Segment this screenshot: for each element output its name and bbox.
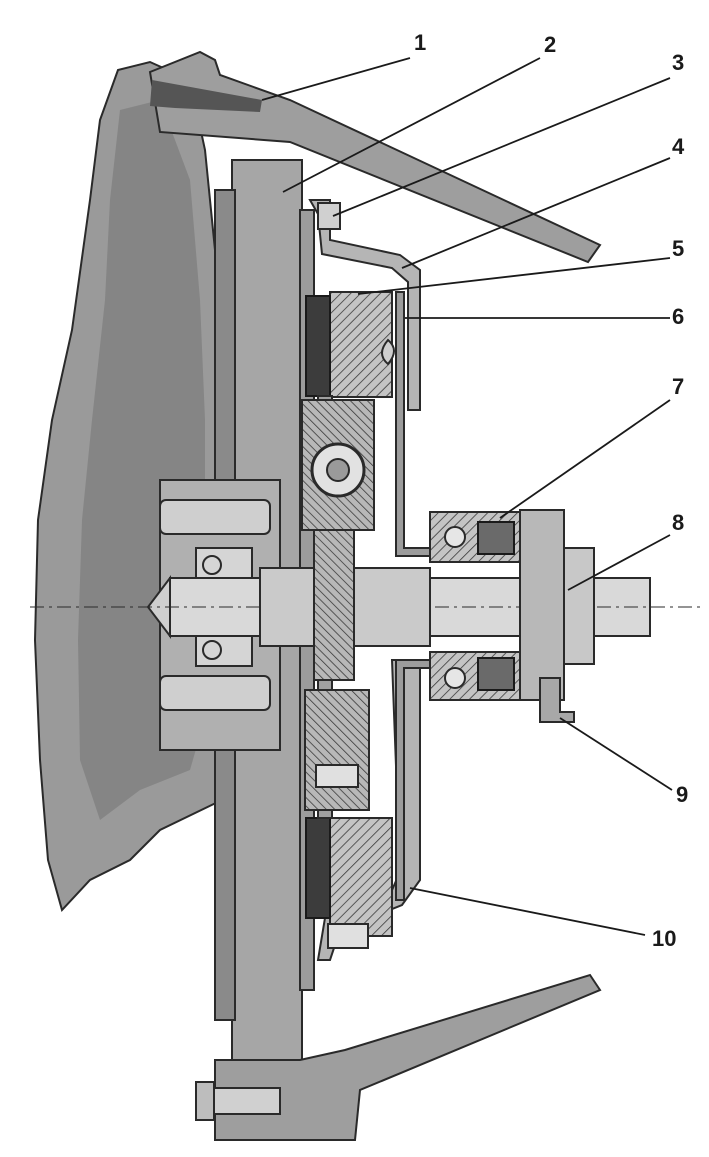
damper-housing-lower — [304, 689, 370, 811]
cover-bolt-lower — [327, 923, 369, 949]
flange-bolt-upper — [159, 499, 271, 535]
pilot-ball-top — [202, 555, 222, 575]
clutch-cover — [308, 199, 421, 411]
bearing-ball-lower — [444, 667, 466, 689]
callout-5: 5 — [672, 236, 685, 261]
callout-1: 1 — [414, 30, 427, 55]
callout-9: 9 — [676, 782, 689, 807]
bearing-race-upper — [477, 521, 515, 555]
pilot-ball-bottom — [202, 640, 222, 660]
bearing-sleeve — [519, 509, 565, 701]
bearing-race-lower — [477, 657, 515, 691]
callout-6: 6 — [672, 304, 685, 329]
friction-lining-upper — [305, 295, 331, 397]
housing-rib-bottom — [214, 973, 602, 1141]
damper-spring-core — [326, 458, 350, 482]
callout-4: 4 — [672, 134, 685, 159]
disc-hub — [313, 529, 355, 681]
fulcrum-ring — [381, 338, 395, 366]
callout-8: 8 — [672, 510, 685, 535]
cover-bolt — [317, 202, 341, 230]
shaft-housing-sleeve — [563, 547, 595, 665]
pressure-plate-upper — [329, 291, 393, 398]
callout-3: 3 — [672, 50, 685, 75]
housing-bolt-head — [195, 1081, 215, 1121]
flange-bolt-lower — [159, 675, 271, 711]
friction-lining-lower — [305, 817, 331, 919]
leader-lines — [261, 57, 673, 936]
clutch-cover-lower — [316, 659, 421, 961]
housing-rib-top — [148, 50, 602, 264]
callout-10: 10 — [652, 926, 677, 951]
lower-rivet — [315, 764, 359, 788]
bearing-ball-upper — [444, 526, 466, 548]
pressure-plate-lower — [329, 817, 393, 937]
callout-7: 7 — [672, 374, 685, 399]
housing-rib-lug — [150, 80, 262, 112]
fork-clip-9 — [539, 677, 575, 723]
callout-2: 2 — [544, 32, 557, 57]
